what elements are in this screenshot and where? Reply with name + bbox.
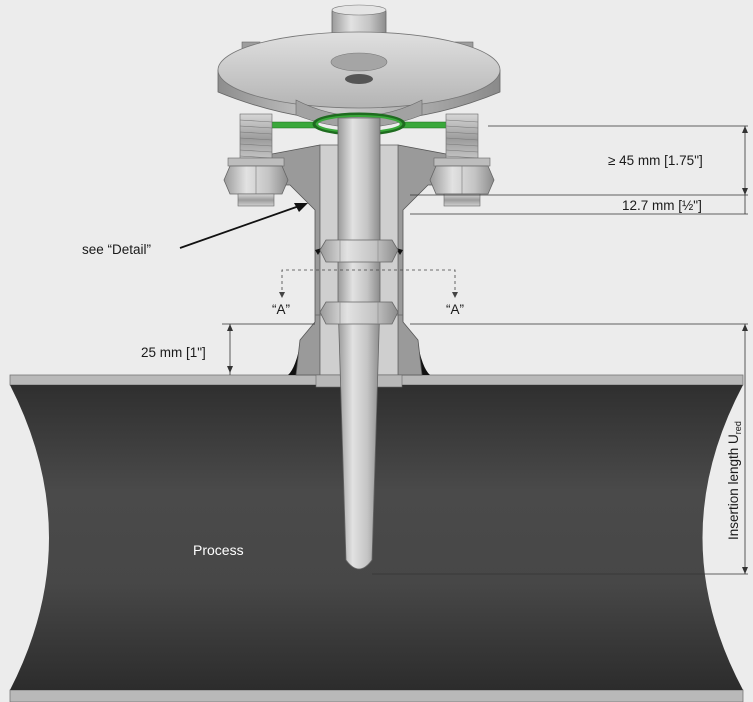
insertion-length-main: Insertion length U <box>726 434 741 540</box>
label-thickness-45: ≥ 45 mm [1.75"] <box>608 153 703 168</box>
stud-bolt-right <box>429 113 495 207</box>
label-see-detail: see “Detail” <box>82 242 151 257</box>
pipe-bottom-wall <box>9 689 744 702</box>
label-height-25: 25 mm [1"] <box>141 345 206 360</box>
label-section-a-left: “A” <box>272 302 290 317</box>
label-section-a-right: “A” <box>446 302 464 317</box>
insertion-length-sub: red <box>733 421 743 434</box>
dimension-lines <box>179 125 748 575</box>
flange <box>217 4 501 136</box>
hex-nut-upper <box>319 239 399 263</box>
label-thickness-12-7: 12.7 mm [½"] <box>622 198 702 213</box>
hex-nut-lower <box>319 301 399 325</box>
pipe-body <box>10 385 743 690</box>
label-insertion-length: Insertion length Ured <box>726 421 743 540</box>
stud-bolt-left <box>223 113 289 207</box>
thermowell-stem <box>319 117 399 570</box>
label-process: Process <box>193 542 244 558</box>
